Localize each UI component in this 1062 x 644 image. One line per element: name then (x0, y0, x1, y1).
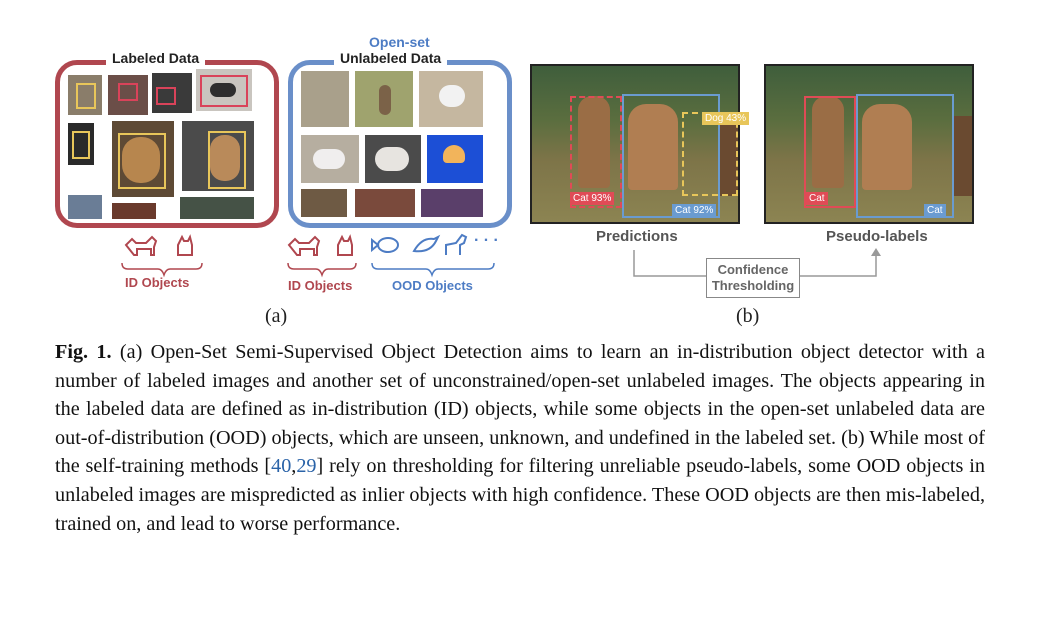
labeled-thumb-dog-2 (182, 121, 254, 191)
pseudo-labels-image (764, 64, 974, 224)
unlabeled-title-line2: Unlabeled Data (334, 50, 447, 66)
predictions-image (530, 64, 740, 224)
labeled-thumb-3 (152, 73, 192, 113)
figure-caption: Fig. 1. (a) Open-Set Semi-Supervised Obj… (55, 338, 985, 538)
caption-fig-label: Fig. 1. (55, 341, 112, 363)
object-icons (0, 225, 520, 315)
labeled-thumb-5 (68, 195, 102, 219)
labeled-thumb-cat (196, 69, 252, 111)
panel-b: Cat 93% Dog 43% Cat 92% Cat Cat Predicti… (520, 0, 1062, 330)
pseudo-label-cat: Cat (806, 192, 828, 205)
pseudo-labels-caption: Pseudo-labels (826, 228, 928, 245)
confidence-thresholding-box: Confidence Thresholding (706, 258, 800, 298)
id-brace-2 (288, 263, 356, 275)
pseudo-label-cat2: Cat (924, 204, 946, 217)
labeled-thumb-1 (68, 75, 102, 115)
panel-b-letter: (b) (736, 305, 759, 328)
unlabeled-thumb-owl (301, 189, 347, 217)
unlabeled-thumb-kangaroo (355, 71, 413, 127)
dog-icon (126, 237, 156, 255)
unlabeled-thumb-3 (421, 189, 483, 217)
labeled-thumb-7 (180, 197, 254, 219)
unlabeled-thumb-dog (301, 135, 359, 183)
ood-ellipsis: · · · (474, 232, 499, 250)
predictions-caption: Predictions (596, 228, 678, 245)
labeled-thumb-4 (68, 123, 94, 165)
threshold-line1: Confidence (711, 262, 795, 278)
ood-objects-label: OOD Objects (392, 278, 473, 293)
unlabeled-thumb-jellyfish (427, 135, 483, 183)
unlabeled-thumb-1 (301, 71, 349, 127)
pred-label-dog: Dog 43% (702, 112, 749, 125)
unlabeled-thumb-gull (419, 71, 483, 127)
panel-a-letter: (a) (265, 305, 287, 328)
threshold-line2: Thresholding (711, 278, 795, 294)
cat-icon (178, 237, 192, 255)
labeled-data-box (55, 60, 279, 228)
ood-brace (372, 263, 494, 275)
horse-icon (446, 235, 466, 255)
unlabeled-thumb-cat (365, 135, 421, 183)
labeled-thumb-2 (108, 75, 148, 115)
dog-icon (289, 237, 319, 255)
unlabeled-data-box (288, 60, 512, 228)
citation-link-29[interactable]: 29 (296, 455, 316, 477)
id-objects-label-2: ID Objects (288, 278, 352, 293)
citation-link-40[interactable]: 40 (271, 455, 291, 477)
unlabeled-thumb-2 (355, 189, 415, 217)
pred-label-cat2: Cat 92% (672, 204, 716, 217)
cat-icon (338, 237, 352, 255)
bird-icon (414, 237, 438, 251)
fish-icon (372, 238, 398, 252)
labeled-thumb-6 (112, 203, 156, 219)
id-objects-label-1: ID Objects (125, 275, 189, 290)
id-brace-1 (122, 263, 202, 275)
unlabeled-title-line1: Open-set (363, 34, 436, 50)
pred-label-cat: Cat 93% (570, 192, 614, 205)
labeled-thumb-dog-1 (112, 121, 174, 197)
panel-a: Labeled Data Open-set Unlabeled Data (0, 0, 520, 330)
labeled-data-title: Labeled Data (106, 50, 205, 66)
